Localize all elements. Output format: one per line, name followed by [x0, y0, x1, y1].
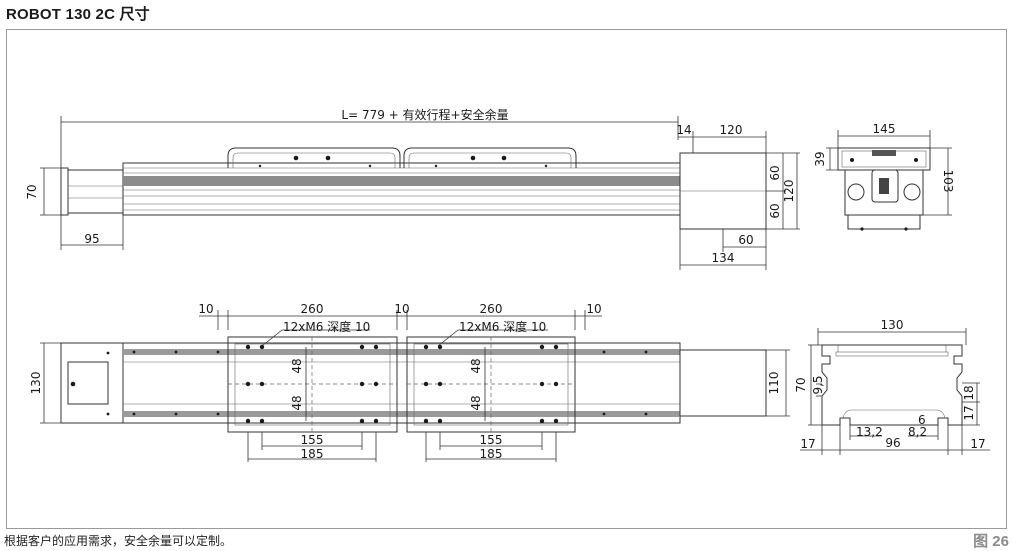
- dim-145: 145: [873, 122, 896, 136]
- dim-17-a: 17: [800, 437, 815, 451]
- dim-60-lower: 60: [768, 203, 782, 218]
- page-title: ROBOT 130 2C 尺寸: [6, 6, 150, 23]
- dim-185-a: 185: [301, 447, 324, 461]
- dim-60-upper: 60: [768, 165, 782, 180]
- dim-103: 103: [941, 170, 955, 193]
- dim-6: 6: [918, 413, 926, 427]
- dim-130-left: 130: [29, 372, 43, 395]
- dim-48-a1: 48: [290, 358, 304, 373]
- dim-155-a: 155: [301, 433, 324, 447]
- dim-13-2: 13,2: [856, 425, 883, 439]
- dim-10-c: 10: [586, 302, 601, 316]
- dim-260-a: 260: [301, 302, 324, 316]
- dim-185-b: 185: [480, 447, 503, 461]
- dim-9-5: 9,5: [811, 375, 825, 394]
- dim-10-a: 10: [198, 302, 213, 316]
- dim-134: 134: [712, 251, 735, 265]
- dim-155-b: 155: [480, 433, 503, 447]
- profile-section: 130 70 9,5 18 17 6 13,2 8,2 17 96 1: [794, 318, 990, 455]
- dim-70-side: 70: [25, 184, 39, 199]
- dim-110: 110: [767, 372, 781, 395]
- drawing-frame: [6, 29, 1007, 529]
- top-view: 10 260 10 260 10 12xM6 深度 10 12xM6 深度 10: [29, 302, 790, 462]
- dim-60-bottom: 60: [738, 233, 753, 247]
- dim-130-profile: 130: [881, 318, 904, 332]
- dim-260-b: 260: [480, 302, 503, 316]
- dim-17-b: 17: [970, 437, 985, 451]
- dim-48-a2: 48: [290, 395, 304, 410]
- side-view: L= 779 + 有效行程+安全余量 70: [25, 107, 800, 270]
- dim-10-b: 10: [394, 302, 409, 316]
- dim-120-side: 120: [782, 180, 796, 203]
- footnote: 根据客户的应用需求，安全余量可以定制。: [4, 534, 233, 548]
- holes-callout-a: 12xM6 深度 10: [283, 319, 370, 334]
- dim-18: 18: [962, 385, 976, 400]
- overall-length-label: L= 779 + 有效行程+安全余量: [341, 107, 508, 122]
- end-view: 145 39 103: [813, 122, 955, 231]
- holes-callout-b: 12xM6 深度 10: [459, 319, 546, 334]
- dim-95: 95: [84, 232, 99, 246]
- dim-17-right: 17: [962, 405, 976, 420]
- figure-number: 图 26: [973, 533, 1009, 550]
- dim-48-b1: 48: [469, 358, 483, 373]
- dim-8-2: 8,2: [908, 425, 927, 439]
- dim-70-profile: 70: [794, 377, 808, 392]
- dim-14: 14: [676, 123, 691, 137]
- dim-39: 39: [813, 151, 827, 166]
- dim-120-top: 120: [720, 123, 743, 137]
- dim-48-b2: 48: [469, 395, 483, 410]
- dim-96: 96: [885, 436, 900, 450]
